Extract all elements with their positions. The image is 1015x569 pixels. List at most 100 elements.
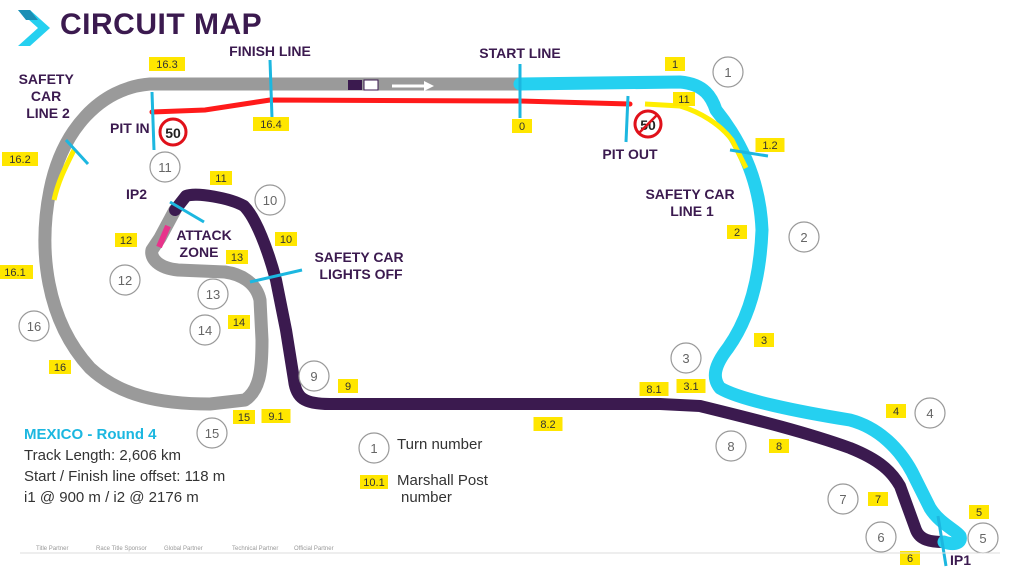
- turn-circle: [914, 397, 946, 429]
- marshall-post-box: [533, 417, 563, 431]
- legend: 1 10.1: [358, 432, 390, 489]
- marshall-post-number: 0: [519, 121, 525, 133]
- turn-number: 10: [263, 193, 277, 208]
- safety-car-line-2-marking: [51, 148, 77, 201]
- marshall-post-box: [226, 250, 248, 264]
- marshall-post-box: [0, 265, 33, 279]
- turn-number: 3: [682, 351, 689, 366]
- safety-car-lights-off-label: SAFETY CAR LIGHTS OFF: [314, 249, 407, 282]
- turn-number: 4: [926, 406, 933, 421]
- turn-number: 13: [206, 287, 220, 302]
- marshall-post-markers: 011.2233.1456788.18.299.1101112131415161…: [0, 57, 989, 565]
- legend-post-label-line-1: Marshall Post: [397, 472, 488, 489]
- safety-car-line-2-label-line-3: LINE 2: [26, 105, 70, 121]
- safety-car-lights-off-label-line-1: SAFETY CAR: [314, 249, 403, 265]
- pit-lane: [149, 97, 633, 115]
- safety-car-line-2-label-line-1: SAFETY: [19, 71, 75, 87]
- track-sector-2: [169, 188, 950, 548]
- pit-in-marker: [150, 91, 156, 151]
- marshall-post-box: [755, 138, 785, 152]
- marshall-post-number: 11: [215, 173, 226, 185]
- safety-car-line-1-label: SAFETY CAR LINE 1: [645, 186, 738, 219]
- speed-limit-sign-pit-out: 50: [633, 109, 663, 139]
- marshall-post-box: [676, 379, 706, 393]
- marshall-post-number: 2: [734, 227, 740, 239]
- turn-circle: [189, 314, 221, 346]
- safety-car-line-2-marker: [64, 138, 90, 166]
- round-title: MEXICO - Round 4: [24, 426, 157, 443]
- marshall-post-box: [49, 360, 71, 374]
- line-markers: [64, 59, 948, 567]
- intermediates: i1 @ 900 m / i2 @ 2176 m: [24, 489, 199, 506]
- marshall-post-number: 8.1: [646, 384, 661, 396]
- marshall-post-box: [115, 233, 137, 247]
- marshall-post-box: [275, 232, 297, 246]
- marshall-post-box: [886, 404, 906, 418]
- formula-e-logo-icon: [18, 10, 50, 46]
- marshall-post-number: 16.4: [260, 119, 281, 131]
- footer-official-partner: Official Partner: [294, 546, 334, 552]
- safety-car-lights-off-label-line-2: LIGHTS OFF: [319, 266, 403, 282]
- track-sector-1: [513, 75, 967, 551]
- attack-zone-label-line-1: ATTACK: [176, 227, 231, 243]
- turn-circle: [196, 417, 228, 449]
- marshall-post-number: 7: [875, 494, 881, 506]
- footer-race-title-sponsor: Race Title Sponsor: [96, 546, 147, 552]
- speed-limit-value: 50: [165, 125, 181, 141]
- footer-technical-partner: Technical Partner: [232, 546, 279, 552]
- direction-arrow-icon: [392, 81, 434, 91]
- attack-zone-label: ATTACK ZONE: [176, 227, 235, 260]
- marshall-post-number: 10: [280, 234, 292, 246]
- marshall-post-box: [338, 379, 358, 393]
- legend-post-sample: 10.1: [363, 477, 384, 489]
- marshall-post-number: 16: [54, 362, 66, 374]
- turn-circle: [827, 483, 859, 515]
- marshall-post-number: 1.2: [762, 140, 777, 152]
- turn-circle: [109, 264, 141, 296]
- pit-in-label: PIT IN: [110, 120, 150, 136]
- legend-turn-label: Turn number: [397, 436, 483, 453]
- marshall-post-number: 6: [907, 553, 913, 565]
- marshall-post-box: [512, 119, 532, 133]
- marshall-post-number: 3: [761, 335, 767, 347]
- marshall-post-number: 4: [893, 406, 899, 418]
- turn-circle: [254, 184, 286, 216]
- safety-car-line-1-marking: [644, 101, 749, 170]
- legend-turn-sample: 1: [370, 441, 377, 456]
- pit-out-marker: [624, 95, 630, 143]
- start-finish-offset: Start / Finish line offset: 118 m: [24, 468, 226, 485]
- marshall-post-box: [2, 152, 38, 166]
- turn-circle: [670, 342, 702, 374]
- marshall-post-number: 14: [233, 317, 245, 329]
- marshall-post-number: 5: [976, 507, 982, 519]
- turn-number: 12: [118, 273, 132, 288]
- marshall-post-number: 9: [345, 381, 351, 393]
- turn-number: 15: [205, 426, 219, 441]
- ip2-label: IP2: [126, 186, 147, 202]
- turn-number: 8: [727, 439, 734, 454]
- marshall-post-number: 12: [120, 235, 132, 247]
- turn-circle: [788, 221, 820, 253]
- marshall-post-number: 1: [672, 59, 678, 71]
- footer-global-partner: Global Partner: [164, 546, 203, 552]
- turn-circle: [712, 56, 744, 88]
- finish-line-marker: [268, 59, 274, 119]
- marshall-post-box: [673, 92, 695, 106]
- track-length: Track Length: 2,606 km: [24, 447, 182, 464]
- turn-circle: [298, 360, 330, 392]
- marshall-post-number: 9.1: [268, 411, 283, 423]
- marshall-post-box: [900, 551, 920, 565]
- marshall-post-number: 8.2: [540, 419, 555, 431]
- marshall-post-number: 16.1: [4, 267, 25, 279]
- turn-number: 11: [158, 160, 172, 175]
- marshall-post-number: 3.1: [683, 381, 698, 393]
- marshall-post-box: [210, 171, 232, 185]
- marshall-post-number: 13: [231, 252, 243, 264]
- ip1-marker: [936, 515, 948, 567]
- footer-title-partner: Title Partner: [36, 546, 69, 552]
- start-line-label: START LINE: [479, 45, 560, 61]
- marshall-post-box: [149, 57, 185, 71]
- safety-car-line-2-label-line-2: CAR: [31, 88, 61, 104]
